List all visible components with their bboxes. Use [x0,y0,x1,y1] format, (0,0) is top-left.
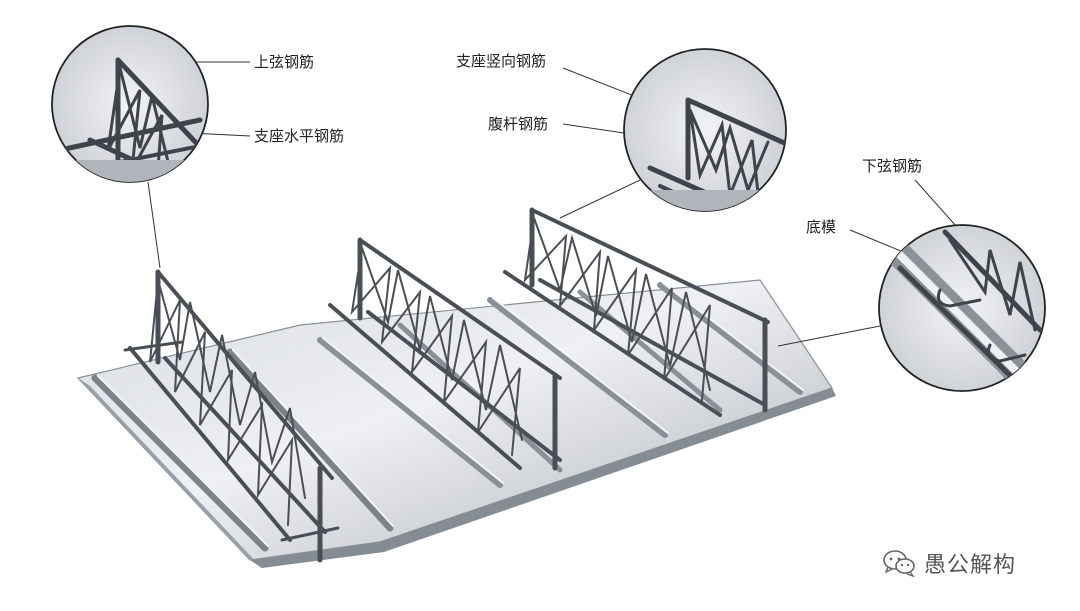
truss-2 [328,237,562,471]
detail-circle-bottom-chord [878,224,1046,392]
detail-circle-support-vertical [623,48,787,212]
label-bottom-form: 底模 [806,218,837,236]
label-web-bar: 腹杆钢筋 [488,115,549,133]
truss-1 [123,269,340,563]
detail-circle-top-chord [51,25,209,183]
watermark: 愚公解构 [882,547,1016,579]
truss-3 [503,207,770,417]
watermark-text: 愚公解构 [924,553,1017,578]
label-top-chord: 上弦钢筋 [254,53,315,71]
label-support-vertical: 支座竖向钢筋 [456,52,547,70]
label-support-horizontal: 支座水平钢筋 [254,127,345,145]
wechat-icon [883,550,915,577]
steel-deck-form [76,279,836,568]
label-bottom-chord: 下弦钢筋 [862,157,923,175]
